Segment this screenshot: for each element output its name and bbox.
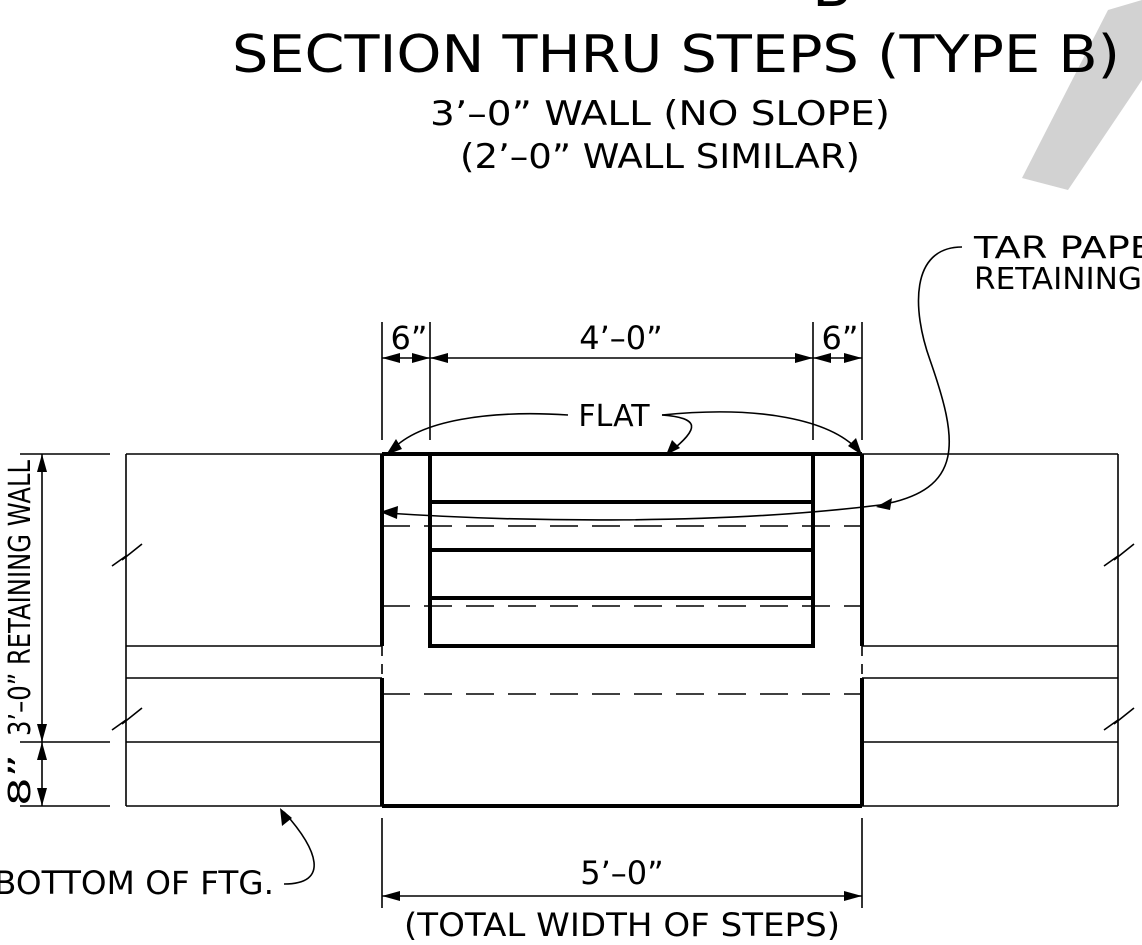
- dim-arrow: [382, 353, 400, 363]
- flat-leader-left: [391, 412, 569, 451]
- flat-leader-center: [661, 414, 693, 453]
- total-width-note: (TOTAL WIDTH OF STEPS): [404, 906, 840, 944]
- watermark-shape: [1022, 0, 1142, 190]
- dim-arrow: [844, 353, 862, 363]
- dim-arrow: [412, 353, 430, 363]
- bottom-of-ftg-leader: [283, 811, 315, 885]
- tar-paper-label: TAR PAPE: [973, 231, 1142, 266]
- wall-height-label: 3’–0” RETAINING WALL: [3, 460, 38, 736]
- dim-arrow: [813, 353, 831, 363]
- dim-right-curb: 6”: [822, 319, 859, 357]
- break-symbol: [111, 707, 143, 731]
- drawing-subtitle-wall: 3’–0” WALL (NO SLOPE): [430, 94, 890, 134]
- bottom-of-ftg-arrow: [280, 808, 292, 826]
- flat-arrow-left: [386, 439, 402, 455]
- dim-arrow: [795, 353, 813, 363]
- tar-paper-long-leader: [385, 504, 881, 521]
- tar-paper-leader: [879, 246, 963, 506]
- bottom-of-ftg-label: BOTTOM OF FTG.: [0, 864, 274, 902]
- break-symbol: [1103, 543, 1135, 567]
- dim-arrow: [37, 454, 47, 472]
- dim-arrow: [382, 891, 400, 901]
- tar-paper-arrowhead: [876, 498, 892, 510]
- dim-arrow: [844, 891, 862, 901]
- drawing-subtitle-similar: (2’–0” WALL SIMILAR): [460, 137, 860, 177]
- tar-paper-arrowhead-left: [380, 506, 398, 519]
- dim-arrow: [37, 788, 47, 806]
- flat-label: FLAT: [578, 399, 650, 434]
- break-symbol: [1103, 707, 1135, 731]
- retaining-label: RETAINING: [974, 262, 1142, 297]
- dim-arrow: [430, 353, 448, 363]
- flat-leader-right: [661, 411, 859, 451]
- dim-arrow: [37, 742, 47, 760]
- flat-arrow-right: [848, 438, 862, 455]
- break-symbol: [111, 543, 143, 567]
- partial-letter: B: [812, 0, 852, 20]
- dim-arrow: [37, 724, 47, 742]
- flat-arrow-center: [666, 440, 680, 455]
- footing-height-label: 8”: [3, 754, 38, 806]
- total-width-dim: 5’–0”: [580, 854, 663, 892]
- drawing-title: SECTION THRU STEPS (TYPE B): [232, 25, 1120, 85]
- dim-step-width: 4’–0”: [579, 319, 662, 357]
- dim-left-curb: 6”: [391, 319, 428, 357]
